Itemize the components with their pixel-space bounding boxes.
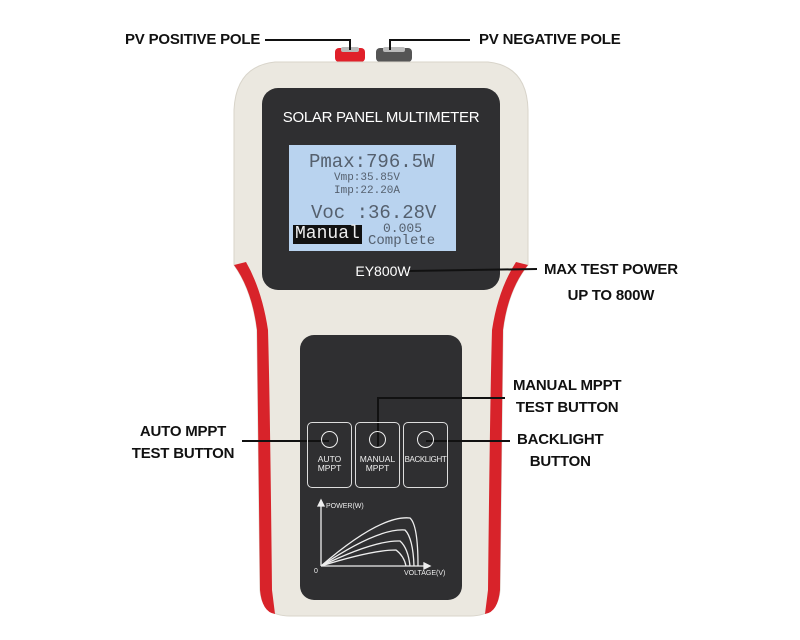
lcd-value: 0.005 <box>383 221 423 236</box>
backlight-button[interactable]: BACKLIGHT <box>403 422 448 488</box>
graph-origin: 0 <box>314 568 318 575</box>
manual-line-1: MANUAL MPPT <box>513 377 622 394</box>
lcd-vmp: Vmp:35.85V <box>334 172 401 184</box>
max-power-line-1: MAX TEST POWER <box>544 261 678 278</box>
lcd-pmax: Pmax:796.5W <box>309 151 435 173</box>
button-label: MPPT <box>365 463 390 473</box>
control-panel <box>300 335 462 600</box>
graph-y-label: POWER(W) <box>326 503 364 510</box>
manual-mppt-button[interactable]: MANUAL MPPT <box>355 422 400 488</box>
negative-pole-label: PV NEGATIVE POLE <box>479 31 621 48</box>
graph-x-label: VOLTAGE(V) <box>404 570 446 577</box>
backlight-line-2: BUTTON <box>529 453 591 470</box>
lcd-imp: Imp:22.20A <box>334 185 401 197</box>
auto-line-1: AUTO MPPT <box>139 423 227 440</box>
lcd-screen: Pmax:796.5W Vmp:35.85V Imp:22.20A Voc :3… <box>289 145 456 251</box>
auto-line-2: TEST BUTTON <box>131 445 235 462</box>
max-power-label: MAX TEST POWER UP TO 800W <box>544 259 678 307</box>
manual-line-2: TEST BUTTON <box>515 399 619 416</box>
callout-lines <box>242 39 538 446</box>
button-label: MPPT <box>317 463 342 473</box>
max-power-line-2: UP TO 800W <box>567 287 655 304</box>
backlight-line-1: BACKLIGHT <box>517 431 604 448</box>
lcd-voc: Voc :36.28V <box>311 202 437 224</box>
model-label: EY800W <box>355 263 411 279</box>
left-grip <box>234 262 275 614</box>
auto-mppt-label: AUTO MPPT TEST BUTTON <box>128 421 238 465</box>
lcd-mode: Manual <box>293 224 362 244</box>
positive-pole-label: PV POSITIVE POLE <box>125 31 261 48</box>
device-title: SOLAR PANEL MULTIMETER <box>282 109 480 126</box>
right-grip <box>485 262 528 614</box>
button-circle-icon <box>417 431 434 448</box>
button-label: MANUAL <box>359 454 396 464</box>
button-label: AUTO <box>317 454 342 464</box>
manual-mppt-label: MANUAL MPPT TEST BUTTON <box>513 375 622 419</box>
auto-mppt-button[interactable]: AUTO MPPT <box>307 422 352 488</box>
backlight-label: BACKLIGHT BUTTON <box>517 429 604 473</box>
button-label: BACKLIGHT <box>404 455 447 464</box>
lcd-status: Complete <box>368 233 436 249</box>
power-voltage-graph <box>316 498 432 571</box>
button-circle-icon <box>369 431 386 448</box>
button-circle-icon <box>321 431 338 448</box>
